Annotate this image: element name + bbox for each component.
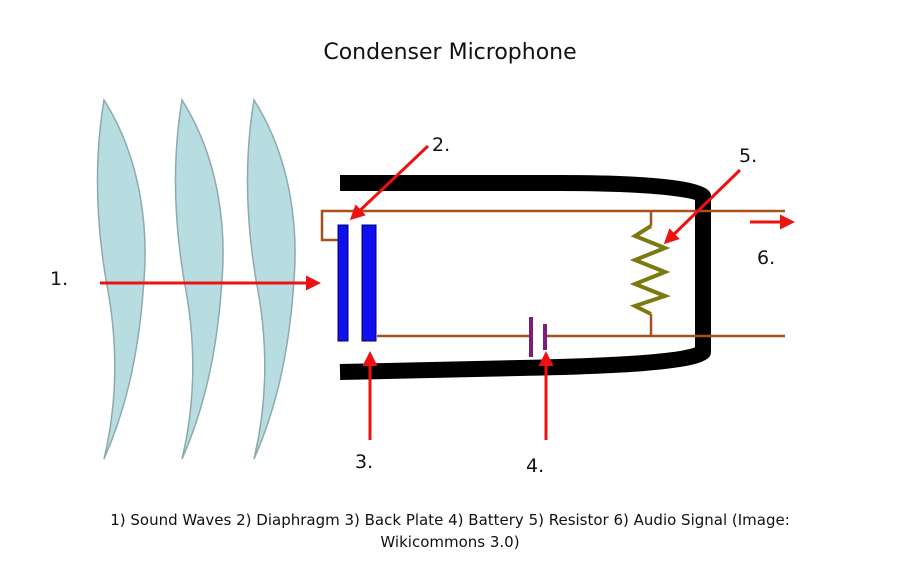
sound-wave-1 bbox=[96, 97, 146, 460]
label-back-plate: 3. bbox=[355, 451, 373, 473]
caption-line-2: Wikicommons 3.0) bbox=[380, 533, 520, 551]
resistor-arrow bbox=[663, 168, 742, 245]
resistor bbox=[629, 224, 671, 316]
sound-wave-2 bbox=[174, 97, 224, 460]
label-audio-signal: 6. bbox=[757, 247, 775, 269]
label-sound-waves: 1. bbox=[50, 268, 68, 290]
back-plate bbox=[361, 224, 377, 342]
diaphragm bbox=[337, 224, 349, 342]
label-resistor: 5. bbox=[739, 145, 757, 167]
label-diaphragm: 2. bbox=[432, 134, 450, 156]
label-battery: 4. bbox=[526, 455, 544, 477]
top-wire bbox=[320, 209, 785, 242]
diagram-title: Condenser Microphone bbox=[323, 40, 577, 65]
sound-wave-3 bbox=[246, 97, 296, 460]
caption-line-1: 1) Sound Waves 2) Diaphragm 3) Back Plat… bbox=[110, 511, 790, 529]
diaphragm-arrow bbox=[349, 144, 430, 221]
microphone-housing bbox=[339, 175, 711, 380]
diagram-caption: 1) Sound Waves 2) Diaphragm 3) Back Plat… bbox=[40, 509, 860, 553]
